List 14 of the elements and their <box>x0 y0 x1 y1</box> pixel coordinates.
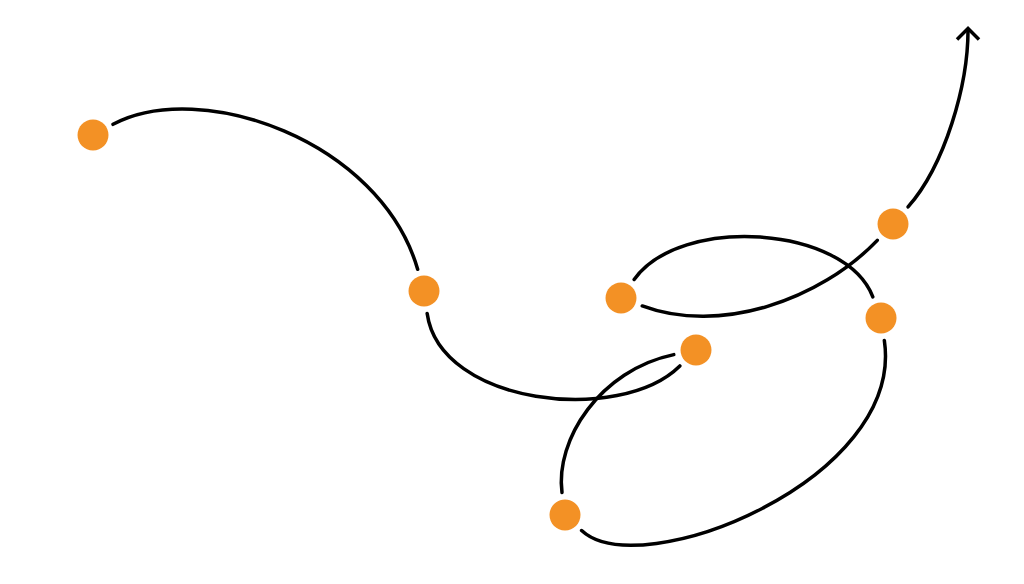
curved-line <box>640 238 880 319</box>
curved-line <box>579 338 887 547</box>
dot <box>877 208 909 240</box>
dot <box>605 282 637 314</box>
curved-line <box>632 235 875 299</box>
dot <box>77 119 109 151</box>
dot <box>408 275 440 307</box>
curved-line <box>425 311 682 401</box>
curved-line <box>111 107 420 271</box>
curved-line <box>559 352 676 495</box>
curved-line <box>906 26 981 209</box>
dot <box>865 302 897 334</box>
dot <box>549 499 581 531</box>
dot <box>680 334 712 366</box>
